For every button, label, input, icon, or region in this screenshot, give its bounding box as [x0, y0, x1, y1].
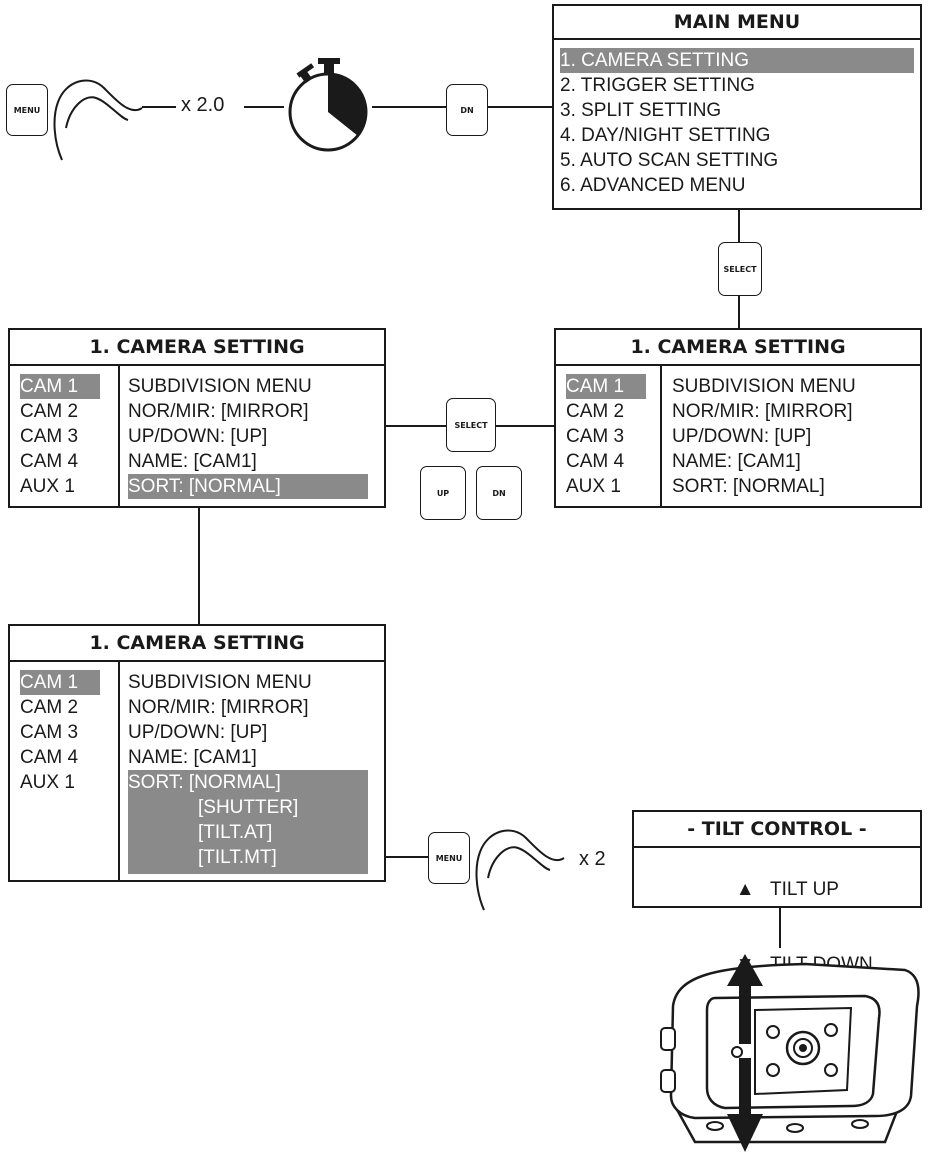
main-menu-item-camera-setting[interactable]: 1. CAMERA SETTING: [560, 48, 914, 73]
connector-line: [244, 106, 284, 108]
camera-setting-panel-left: 1. CAMERA SETTING CAM 1 CAM 2 CAM 3 CAM …: [8, 328, 386, 508]
option-name[interactable]: NAME: [CAM1]: [128, 747, 257, 768]
option-sort[interactable]: SORT: [NORMAL]: [128, 772, 281, 793]
cam-item[interactable]: CAM 2: [20, 401, 79, 422]
tilt-control-panel: - TILT CONTROL - ▲ TILT UP ▼ TILT DOWN: [632, 810, 922, 975]
option-nor-mir[interactable]: NOR/MIR: [MIRROR]: [128, 697, 309, 718]
option-name[interactable]: NAME: [CAM1]: [672, 451, 801, 472]
main-menu-item-split-setting[interactable]: 3. SPLIT SETTING: [560, 100, 722, 121]
stopwatch-icon: [288, 58, 368, 152]
camera-list: CAM 1 CAM 2 CAM 3 CAM 4 AUX 1: [10, 366, 120, 506]
connector-line: [386, 425, 446, 427]
cam-item[interactable]: CAM 4: [20, 451, 79, 472]
main-menu-item-day-night-setting[interactable]: 4. DAY/NIGHT SETTING: [560, 125, 771, 146]
finger-press-icon: [475, 829, 565, 911]
up-button-label: UP: [436, 488, 450, 498]
menu-button-label: MENU: [435, 853, 463, 863]
main-menu-panel: MAIN MENU 1. CAMERA SETTING 2. TRIGGER S…: [552, 4, 922, 210]
cam-item[interactable]: AUX 1: [20, 772, 75, 793]
connector-line: [779, 908, 781, 948]
connector-line: [488, 106, 552, 108]
option-up-down[interactable]: UP/DOWN: [UP]: [128, 722, 268, 743]
camera-setting-title: 1. CAMERA SETTING: [556, 330, 920, 366]
cam-item[interactable]: CAM 4: [20, 747, 79, 768]
option-sort[interactable]: SORT: [NORMAL]: [128, 474, 368, 499]
sort-choice[interactable]: [TILT.MT]: [198, 847, 277, 868]
main-menu-item-auto-scan-setting[interactable]: 5. AUTO SCAN SETTING: [560, 150, 779, 171]
cam-item[interactable]: CAM 2: [566, 401, 625, 422]
cam-item[interactable]: CAM 3: [20, 722, 79, 743]
up-arrow-icon: ▲: [735, 879, 755, 900]
select-button-label: SELECT: [723, 264, 757, 274]
dn-button[interactable]: DN: [446, 84, 488, 136]
camera-setting-panel-sort: 1. CAMERA SETTING CAM 1 CAM 2 CAM 3 CAM …: [8, 624, 386, 882]
menu-button[interactable]: MENU: [428, 832, 470, 884]
option-nor-mir[interactable]: NOR/MIR: [MIRROR]: [128, 401, 309, 422]
cam-item[interactable]: AUX 1: [566, 476, 621, 497]
sort-choice[interactable]: [SHUTTER]: [198, 797, 299, 818]
camera-setting-panel-right: 1. CAMERA SETTING CAM 1 CAM 2 CAM 3 CAM …: [554, 328, 922, 508]
option-subdivision-menu[interactable]: SUBDIVISION MENU: [128, 376, 312, 397]
press-count-label: x 2: [579, 848, 606, 870]
option-subdivision-menu[interactable]: SUBDIVISION MENU: [672, 376, 856, 397]
cam-item[interactable]: AUX 1: [20, 476, 75, 497]
cam-item[interactable]: CAM 4: [566, 451, 625, 472]
main-menu-item-advanced-menu[interactable]: 6. ADVANCED MENU: [560, 175, 746, 196]
dn-button-label: DN: [492, 488, 506, 498]
camera-setting-title: 1. CAMERA SETTING: [10, 330, 384, 366]
rear-camera-illustration: [660, 954, 920, 1152]
sort-choice[interactable]: [TILT.AT]: [198, 822, 273, 843]
finger-press-icon: [53, 79, 143, 161]
camera-list: CAM 1 CAM 2 CAM 3 CAM 4 AUX 1: [10, 662, 120, 880]
dn-button[interactable]: DN: [476, 466, 522, 520]
tilt-control-title: - TILT CONTROL -: [634, 812, 920, 848]
option-name[interactable]: NAME: [CAM1]: [128, 451, 257, 472]
sort-choices-list: SORT: [NORMAL] [SHUTTER] [TILT.AT] [TILT…: [128, 770, 368, 874]
menu-button-label: MENU: [13, 105, 41, 115]
option-up-down[interactable]: UP/DOWN: [UP]: [672, 426, 812, 447]
tilt-up-row[interactable]: ▲ TILT UP: [704, 852, 873, 927]
connector-line: [496, 425, 554, 427]
main-menu-item-trigger-setting[interactable]: 2. TRIGGER SETTING: [560, 75, 755, 96]
option-nor-mir[interactable]: NOR/MIR: [MIRROR]: [672, 401, 853, 422]
cam-item[interactable]: CAM 1: [566, 374, 646, 399]
connector-line: [738, 296, 740, 328]
cam-item[interactable]: CAM 3: [566, 426, 625, 447]
connector-line: [372, 106, 446, 108]
press-count-label: x 2.0: [181, 94, 225, 116]
cam-item[interactable]: CAM 1: [20, 374, 100, 399]
camera-list: CAM 1 CAM 2 CAM 3 CAM 4 AUX 1: [556, 366, 662, 506]
connector-line: [198, 508, 200, 624]
camera-setting-title: 1. CAMERA SETTING: [10, 626, 384, 662]
connector-line: [142, 106, 176, 108]
select-button-label: SELECT: [454, 420, 488, 430]
main-menu-title: MAIN MENU: [554, 6, 920, 40]
cam-item[interactable]: CAM 3: [20, 426, 79, 447]
cam-item[interactable]: CAM 1: [20, 670, 100, 695]
menu-button[interactable]: MENU: [6, 84, 48, 136]
select-button[interactable]: SELECT: [446, 398, 496, 452]
select-button[interactable]: SELECT: [718, 242, 762, 296]
cam-item[interactable]: CAM 2: [20, 697, 79, 718]
connector-line: [738, 210, 740, 242]
option-sort[interactable]: SORT: [NORMAL]: [672, 476, 825, 497]
up-button[interactable]: UP: [420, 466, 466, 520]
tilt-up-label: TILT UP: [770, 879, 839, 900]
option-subdivision-menu[interactable]: SUBDIVISION MENU: [128, 672, 312, 693]
dn-button-label: DN: [460, 105, 474, 115]
option-up-down[interactable]: UP/DOWN: [UP]: [128, 426, 268, 447]
